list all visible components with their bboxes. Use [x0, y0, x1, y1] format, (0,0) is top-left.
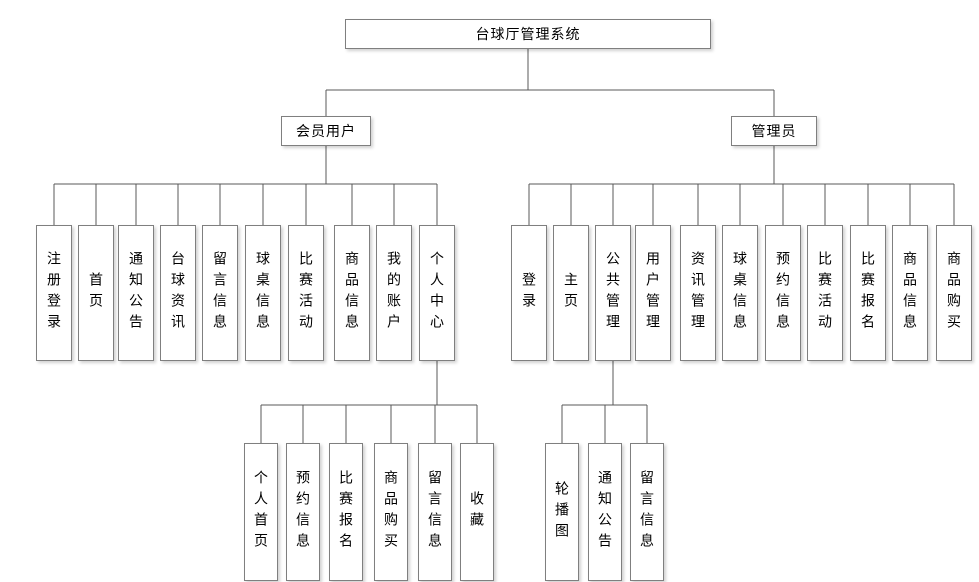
- node-match-signup-m: 比赛报名: [329, 443, 363, 581]
- node-label: 商品信息: [344, 251, 360, 335]
- node-home: 首页: [78, 225, 114, 361]
- node-label: 资讯管理: [690, 251, 706, 335]
- node-label: 留言信息: [639, 470, 655, 554]
- node-label: 预约信息: [295, 470, 311, 554]
- node-label: 首页: [88, 272, 104, 314]
- node-label: 留言信息: [427, 470, 443, 554]
- node-label: 注册登录: [46, 251, 62, 335]
- node-user-management: 用户管理: [635, 225, 671, 361]
- node-reservation-info-a: 预约信息: [765, 225, 801, 361]
- node-label: 台球资讯: [170, 251, 186, 335]
- node-label: 公共管理: [605, 251, 621, 335]
- node-label: 球桌信息: [255, 251, 271, 335]
- node-label: 会员用户: [296, 123, 356, 139]
- node-label: 主页: [563, 272, 579, 314]
- node-product-info: 商品信息: [334, 225, 370, 361]
- node-label: 我的账户: [386, 251, 402, 335]
- node-message-info-m: 留言信息: [418, 443, 452, 581]
- node-main-page: 主页: [553, 225, 589, 361]
- node-label: 比赛报名: [338, 470, 354, 554]
- node-label: 商品购买: [383, 470, 399, 554]
- node-label: 比赛活动: [298, 251, 314, 335]
- node-label: 通知公告: [128, 251, 144, 335]
- node-product-purchase-m: 商品购买: [374, 443, 408, 581]
- node-reservation-info-m: 预约信息: [286, 443, 320, 581]
- node-root: 台球厅管理系统: [345, 19, 711, 49]
- node-message-info: 留言信息: [202, 225, 238, 361]
- node-news-management: 资讯管理: [680, 225, 716, 361]
- node-favorites: 收藏: [460, 443, 494, 581]
- node-match-signup-a: 比赛报名: [850, 225, 886, 361]
- node-member-user: 会员用户: [281, 116, 371, 146]
- node-my-account: 我的账户: [376, 225, 412, 361]
- node-label: 个人中心: [429, 251, 445, 335]
- node-label: 用户管理: [645, 251, 661, 335]
- node-label: 轮播图: [554, 480, 570, 544]
- node-label: 通知公告: [597, 470, 613, 554]
- node-label: 台球厅管理系统: [475, 26, 581, 42]
- node-administrator: 管理员: [731, 116, 817, 146]
- node-public-management: 公共管理: [595, 225, 631, 361]
- node-billiards-news: 台球资讯: [160, 225, 196, 361]
- node-table-info-a: 球桌信息: [722, 225, 758, 361]
- node-notice-announcement: 通知公告: [118, 225, 154, 361]
- node-label: 球桌信息: [732, 251, 748, 335]
- node-product-info-a: 商品信息: [892, 225, 928, 361]
- node-label: 收藏: [469, 491, 485, 533]
- node-label: 商品信息: [902, 251, 918, 335]
- node-label: 预约信息: [775, 251, 791, 335]
- node-label: 登录: [521, 272, 537, 314]
- node-notice-announcement-a: 通知公告: [588, 443, 622, 581]
- node-register-login: 注册登录: [36, 225, 72, 361]
- node-personal-center: 个人中心: [419, 225, 455, 361]
- node-label: 管理员: [751, 123, 797, 139]
- node-label: 比赛活动: [817, 251, 833, 335]
- node-match-activity: 比赛活动: [288, 225, 324, 361]
- node-login: 登录: [511, 225, 547, 361]
- node-table-info: 球桌信息: [245, 225, 281, 361]
- node-label: 商品购买: [946, 251, 962, 335]
- node-personal-home: 个人首页: [244, 443, 278, 581]
- node-label: 个人首页: [253, 470, 269, 554]
- node-carousel: 轮播图: [545, 443, 579, 581]
- node-label: 比赛报名: [860, 251, 876, 335]
- node-message-info-a: 留言信息: [630, 443, 664, 581]
- node-label: 留言信息: [212, 251, 228, 335]
- node-match-activity-a: 比赛活动: [807, 225, 843, 361]
- node-product-purchase-a: 商品购买: [936, 225, 972, 361]
